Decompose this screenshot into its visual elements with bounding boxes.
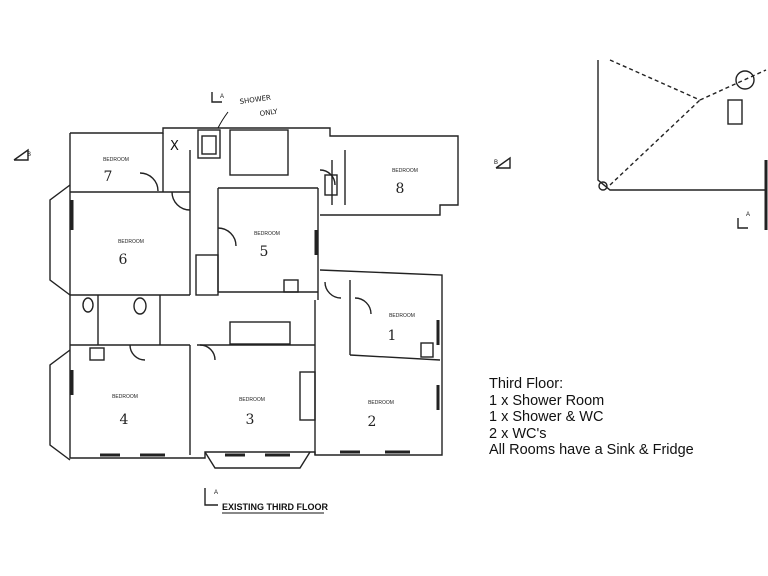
room-6-number: 6	[119, 252, 128, 268]
section-marker-b-right: B	[494, 160, 498, 166]
notes-line: 1 x Shower Room	[489, 392, 605, 409]
bay-window-west-upper	[49, 184, 71, 296]
notes-line: All Rooms have a Sink & Fridge	[489, 442, 694, 458]
room-1-number: 1	[388, 328, 397, 344]
handwritten-note-only: ONLY	[259, 107, 279, 118]
section-marker-a-bottom: A	[214, 490, 218, 496]
section-marker-b-left: B	[27, 152, 31, 158]
room-6-label: BEDROOM	[118, 239, 144, 245]
notes-line: 1 x Shower & WC	[489, 409, 604, 425]
room-7-number: 7	[104, 169, 113, 185]
room-4-number: 4	[120, 412, 129, 428]
bay-window-west-lower	[49, 349, 71, 461]
notes-line: 2 x WC's	[489, 425, 547, 442]
room-8-number: 8	[396, 181, 405, 197]
section-marker-a-top: A	[220, 94, 224, 100]
room-3-label: BEDROOM	[239, 397, 265, 403]
cross-mark: X	[170, 139, 179, 154]
handwritten-note-shower: SHOWER	[239, 94, 271, 106]
room-4-label: BEDROOM	[112, 394, 138, 400]
room-5-label: BEDROOM	[254, 231, 280, 237]
floor-notes: Third Floor: 1 x Shower Room 1 x Shower …	[489, 376, 694, 459]
room-5-number: 5	[260, 244, 269, 260]
room-3-number: 3	[246, 412, 255, 428]
room-1-label: BEDROOM	[389, 313, 415, 319]
plan-caption: EXISTING THIRD FLOOR	[222, 502, 329, 512]
room-8-label: BEDROOM	[392, 168, 418, 174]
notes-title: Third Floor:	[489, 376, 564, 392]
room-2-number: 2	[368, 414, 377, 430]
section-marker-a-right: A	[746, 212, 750, 218]
room-7-label: BEDROOM	[103, 157, 129, 163]
bay-window-south	[204, 451, 311, 469]
room-2-label: BEDROOM	[368, 400, 394, 406]
outer-wall	[70, 127, 459, 216]
